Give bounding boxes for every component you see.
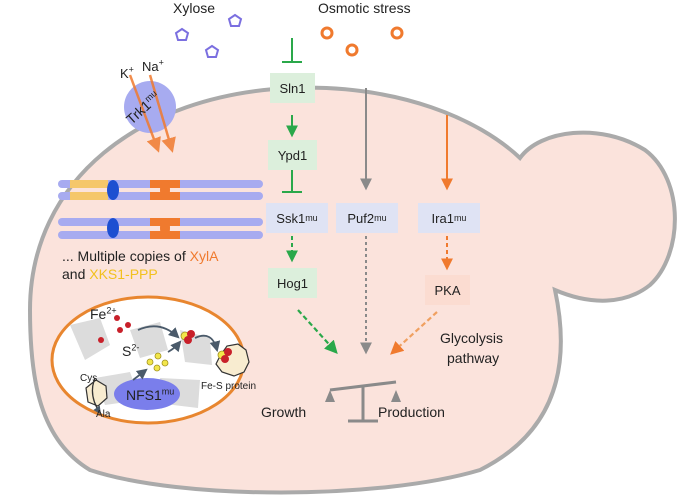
iron-ion [117,327,123,333]
glycolysis-label-line2: pathway [447,350,500,366]
sulfide-ions [146,352,169,372]
s-to-cluster-arrow [167,340,182,353]
nfs1-label: NFS1mu [126,386,175,403]
pka-to-output-arrow [390,311,438,355]
cys-to-ala-arrow [91,377,101,415]
fe2-label: Fe2+ [90,305,117,322]
cell-outline [27,85,677,495]
xylose-molecule [204,44,220,58]
chromosome-1 [58,180,263,200]
xylose-molecule [227,13,243,27]
sln1-box: Sln1 [270,73,315,103]
sulfide-ion [153,364,161,372]
multiple-copies-line2: and XKS1-PPP [62,266,158,282]
cysteine-shape [85,379,108,407]
ypd1-box: Ypd1 [268,140,317,170]
sulfide-ion [146,358,154,366]
cluster-to-protein-arrow [194,334,221,353]
production-label: Production [378,404,445,420]
pka-box: PKA [425,275,470,305]
iron-ion [114,315,120,321]
sulfide-ion [154,352,162,360]
iron-ion [125,322,131,328]
fe-to-cluster-arrow [137,325,180,339]
s2-label: S2- [122,342,140,359]
fes-cluster-bound [217,348,232,363]
sulfide-ion [161,359,169,367]
xyla-gene-label: XylA [189,248,219,264]
nfs1-to-s-arrow [132,368,148,381]
chromosome-2 [58,218,263,239]
hog1-to-output-arrow [297,309,338,354]
fes-cluster-intermediate [180,330,195,344]
cys-label: Cys [80,373,98,384]
osmolyte-molecule [320,26,334,40]
hog1-box: Hog1 [268,268,317,298]
ion-arrow-na [148,74,176,153]
fe-s-protein-label: Fe-S protein [201,381,257,392]
k-ion-label: K+ [120,64,134,81]
glycolysis-label-line1: Glycolysis [440,330,504,346]
na-ion-label: Na+ [142,57,164,74]
balance-scale-icon [325,380,401,423]
iron-ion [98,337,104,343]
xylose-molecule [174,27,190,41]
growth-label: Growth [261,404,307,420]
multiple-copies-line1: ... Multiple copies of XylA [62,248,219,264]
nfs1-enzyme [114,378,180,410]
iron-ions [98,315,131,343]
osmotic-molecules [320,26,404,57]
osmolyte-molecule [390,26,404,40]
ion-arrow-k [128,74,161,153]
xylose-molecules [174,13,243,58]
osmolyte-molecule [345,43,359,57]
xks1-ppp-gene-label: XKS1-PPP [89,266,158,282]
xylose-label: Xylose [173,0,216,16]
ala-label: Ala [96,409,111,420]
osmotic-stress-label: Osmotic stress [318,0,411,16]
